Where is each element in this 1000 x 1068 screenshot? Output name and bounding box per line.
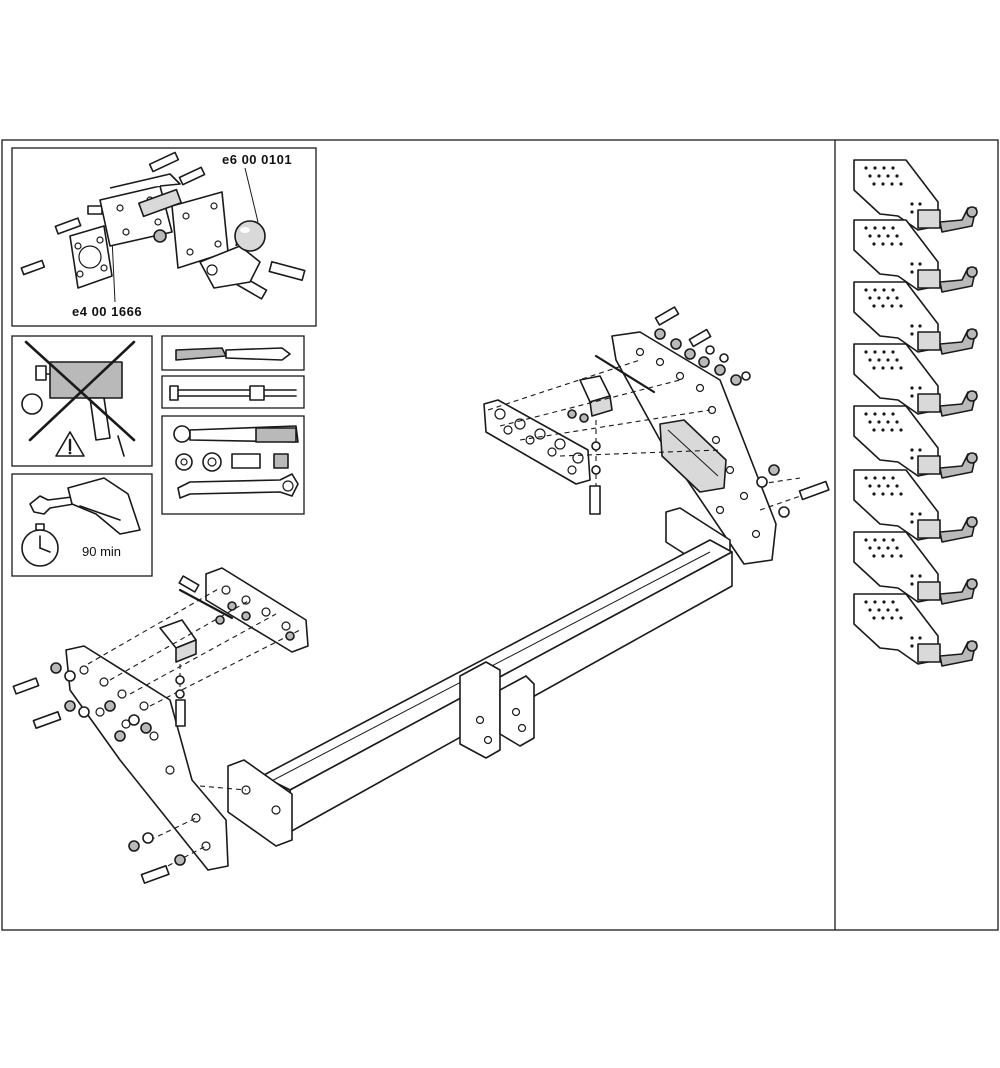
outer-frame (1, 139, 999, 931)
cross-beam (199, 507, 733, 847)
variant-thumbnail (853, 593, 978, 667)
bolt-icon (12, 575, 200, 884)
variant-thumbnail (853, 405, 978, 479)
ball-part-number: e6 00 0101 (222, 152, 293, 167)
install-time-label: 90 min (82, 544, 122, 559)
nut-icon (50, 601, 295, 866)
variant-thumbnails (853, 159, 978, 667)
body-part-number: e4 00 1666 (72, 304, 143, 319)
coupling-detail-panel (11, 147, 317, 327)
install-time-panel (11, 473, 153, 577)
variant-thumbnail (853, 343, 978, 417)
variant-thumbnail (853, 159, 978, 233)
variant-thumbnail (853, 469, 978, 543)
bolt-icon (589, 306, 830, 515)
left-mounting-bracket (12, 567, 309, 884)
tools-panel (161, 335, 305, 515)
variant-thumbnail (853, 531, 978, 605)
variant-thumbnail (853, 219, 978, 293)
variant-thumbnail (853, 281, 978, 355)
right-mounting-bracket (483, 306, 830, 565)
nut-icon (567, 328, 790, 518)
no-drilling-panel (11, 335, 153, 467)
